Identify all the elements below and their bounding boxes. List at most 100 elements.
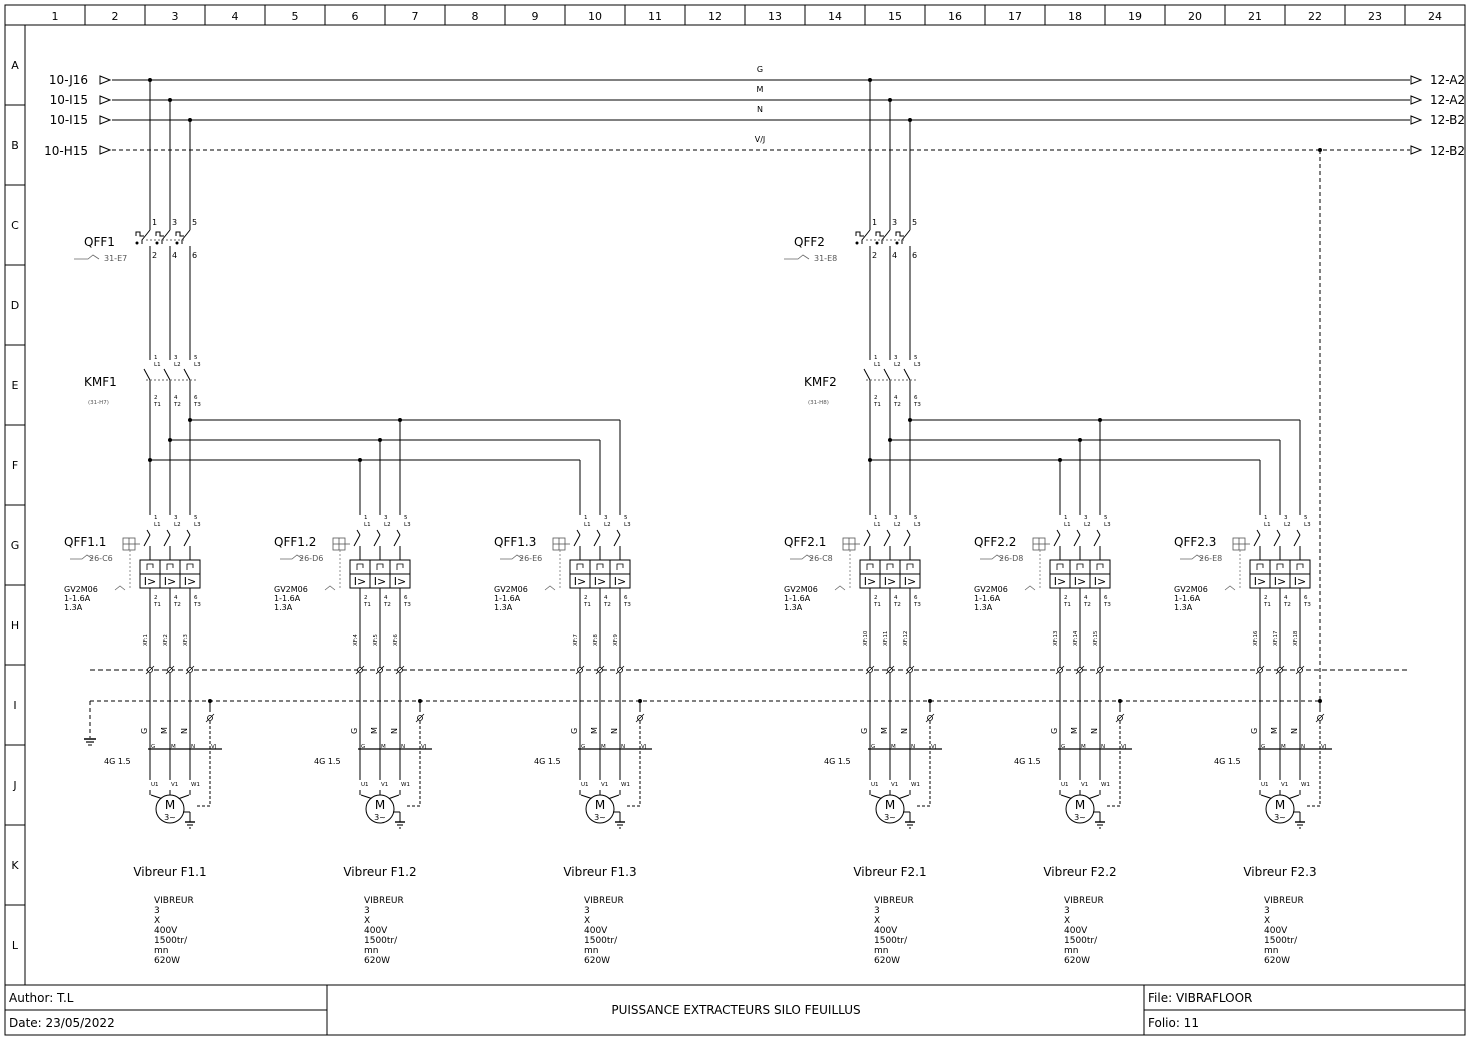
bus-name: V/J: [755, 135, 766, 144]
motor-spec: 400V: [1264, 926, 1288, 936]
thermal-icon: [875, 231, 884, 237]
contactor-ref: (31-H7): [88, 400, 109, 406]
protector-model: GV2M06: [64, 585, 98, 594]
protector-terminal: 3: [384, 515, 388, 521]
protector-terminal: T3: [1103, 602, 1111, 608]
protector-terminal: 1: [584, 515, 588, 521]
magnetic-trip-label: I>: [904, 575, 916, 588]
aux-contact-icon: [834, 585, 846, 591]
cable-mark: N: [1101, 744, 1105, 750]
grid-row-label: F: [12, 459, 18, 472]
motor-spec: VIBREUR: [584, 896, 624, 906]
breaker-pivot: [875, 241, 879, 245]
busbar-section: 10-J16 12-A2 G 10-I15 12-A2 M 10-I15 12-…: [44, 65, 1465, 158]
thermal-icon: [146, 563, 154, 570]
motor-symbol: 3~: [374, 813, 386, 822]
contactor-terminal: 5: [194, 355, 198, 361]
grid-column-label: 3: [172, 10, 179, 23]
protector-terminal: 2: [584, 595, 588, 601]
motor-spec: 1500tr/: [584, 936, 618, 946]
grid-column-label: 18: [1068, 10, 1082, 23]
bus-name: M: [757, 85, 764, 94]
protector-range: 1-1.6A: [784, 594, 811, 603]
motor-spec: mn: [874, 946, 888, 956]
breaker-terminal: 3: [172, 218, 177, 227]
protector-terminal: L1: [874, 522, 881, 528]
protector-terminal: L1: [584, 522, 591, 528]
bus-out-arrow: [1410, 145, 1423, 155]
cable-core-label: G: [1250, 728, 1259, 734]
protector-range: 1-1.6A: [274, 594, 301, 603]
branches: QFF1.126-C6GV2M061-1.6A1.3A1L1I>2T1XF:1G…: [64, 515, 1332, 966]
terminal-label: XF:14: [1073, 630, 1079, 646]
motor-spec: 3: [1064, 906, 1070, 916]
protector-terminal: 1: [364, 515, 368, 521]
cable-section: 4G 1.5: [1214, 757, 1241, 766]
protector-terminal: L3: [624, 522, 631, 528]
breaker-contact: [861, 229, 871, 244]
protector-terminal: 5: [194, 515, 198, 521]
motor-branch-1: QFF1.126-C6GV2M061-1.6A1.3A1L1I>2T1XF:1G…: [64, 515, 222, 966]
protector-terminal: L2: [1284, 522, 1291, 528]
protector-terminal: 4: [384, 595, 388, 601]
motor-spec: X: [584, 916, 590, 926]
motor-name: Vibreur F2.3: [1243, 865, 1316, 879]
cable-mark: M: [601, 744, 606, 750]
motor-terminal: U1: [581, 782, 589, 788]
terminal-label: XF:4: [353, 634, 359, 646]
bus-n: 10-I15 12-B2 N: [50, 105, 1465, 127]
thermal-icon: [1256, 563, 1264, 570]
motor-symbol: 3~: [594, 813, 606, 822]
magnetic-trip-label: I>: [144, 575, 156, 588]
bus-out-ref: 12-B2: [1430, 113, 1465, 127]
motor-spec: 3: [154, 906, 160, 916]
cable-mark: M: [381, 744, 386, 750]
grid-column-label: 24: [1428, 10, 1442, 23]
motor-spec: 1500tr/: [154, 936, 188, 946]
breaker-terminal: 1: [872, 218, 877, 227]
protector-terminal: 5: [914, 515, 918, 521]
protector-terminal: 6: [404, 595, 408, 601]
cable-mark: G: [871, 744, 875, 750]
motor-branch-4: QFF2.126-C8GV2M061-1.6A1.3A1L1I>2T1XF:10…: [784, 515, 942, 966]
contactor-terminal: 3: [894, 355, 898, 361]
terminal-label: XF:6: [393, 634, 399, 646]
grid-column-label: 4: [232, 10, 239, 23]
cable-mark: G: [361, 744, 365, 750]
cable-section: 4G 1.5: [1014, 757, 1041, 766]
cable-mark: G: [1261, 744, 1265, 750]
contactor-terminal: L2: [174, 362, 181, 368]
motor-terminal: U1: [361, 782, 369, 788]
thermal-icon: [895, 231, 904, 237]
protector-terminal: L2: [604, 522, 611, 528]
contactor-name: KMF1: [84, 375, 117, 389]
bus-in-arrow: [99, 75, 112, 85]
protector-name: QFF1.2: [274, 535, 316, 549]
thermal-icon: [596, 563, 604, 570]
aux-contact-icon: [280, 554, 304, 560]
breaker-terminal: 2: [152, 251, 157, 260]
contactor-terminal: L1: [874, 362, 881, 368]
grid-column-label: 15: [888, 10, 902, 23]
motor-spec: 620W: [154, 956, 180, 966]
terminal-label: XF:7: [573, 634, 579, 646]
protector-model: GV2M06: [494, 585, 528, 594]
motor-spec: 1500tr/: [364, 936, 398, 946]
cable-core-label: N: [900, 728, 909, 734]
magnetic-trip-label: I>: [1094, 575, 1106, 588]
breaker-terminal: 4: [892, 251, 897, 260]
thermal-icon: [166, 563, 174, 570]
contactor-terminal: 6: [914, 395, 918, 401]
motor-symbol: M: [375, 798, 385, 812]
cable-mark: VJ: [211, 744, 217, 750]
protector-terminal: L2: [384, 522, 391, 528]
protector-name: QFF1.1: [64, 535, 106, 549]
breaker-pivot: [155, 241, 159, 245]
cable-core-label: M: [590, 727, 599, 734]
magnetic-trip-label: I>: [374, 575, 386, 588]
motor-spec: X: [154, 916, 160, 926]
grid-row-label: G: [11, 539, 20, 552]
protector-setting: 1.3A: [784, 603, 803, 612]
grid-column-label: 11: [648, 10, 662, 23]
